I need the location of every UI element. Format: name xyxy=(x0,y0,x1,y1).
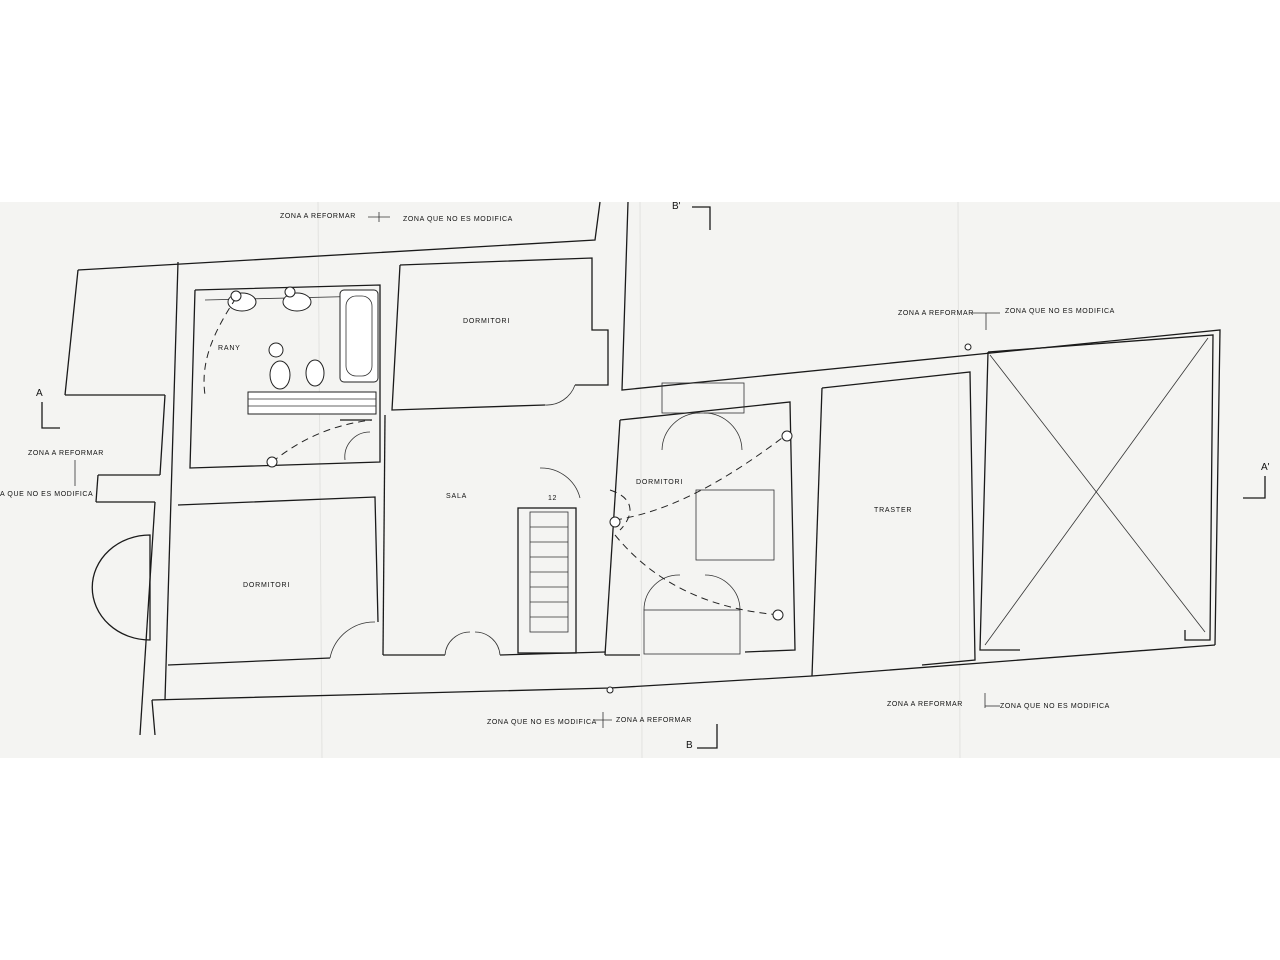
section-label-a: A xyxy=(36,388,43,399)
room-label-bedroom-center: DORMITORI xyxy=(636,479,683,486)
zone-reform-label: ZONA A REFORMAR xyxy=(898,310,974,317)
zone-boundary-bottom-right: ZONA A REFORMAR ZONA QUE NO ES MODIFICA xyxy=(887,693,1110,710)
outer-walls xyxy=(64,201,1221,736)
vanity-counter xyxy=(247,391,377,415)
section-label-a-prime: A' xyxy=(1261,462,1270,473)
zone-unchanged-label: ZONA QUE NO ES MODIFICA xyxy=(1000,703,1110,710)
zone-unchanged-label: ZONA QUE NO ES MODIFICA xyxy=(1005,308,1115,315)
ceiling-light xyxy=(268,342,284,358)
zone-boundary-top: ZONA A REFORMAR ZONA QUE NO ES MODIFICA xyxy=(280,212,513,223)
section-marker-b: B xyxy=(686,724,718,751)
zone-reform-label: ZONA A REFORMAR xyxy=(280,213,356,220)
stair-step-count: 12 xyxy=(548,495,557,502)
room-label-bedroom-top: DORMITORI xyxy=(463,318,510,325)
room-label-living: SALA xyxy=(446,493,467,500)
zone-unchanged-label: ZONA QUE NO ES MODIFICA xyxy=(403,216,513,223)
zone-boundary-left: ZONA A REFORMAR A QUE NO ES MODIFICA xyxy=(0,450,104,498)
section-marker-a-prime: A' xyxy=(1243,462,1270,499)
section-marker-a: A xyxy=(36,388,60,429)
wardrobes xyxy=(643,382,775,655)
toilet xyxy=(269,360,291,390)
interior-walls xyxy=(167,257,1214,677)
skylight-cross xyxy=(984,337,1209,646)
bidet xyxy=(305,359,325,387)
zone-reform-label: ZONA A REFORMAR xyxy=(887,701,963,708)
bathroom-fixtures xyxy=(227,289,379,415)
room-label-bedroom-left: DORMITORI xyxy=(243,582,290,589)
zone-unchanged-label: ZONA QUE NO ES MODIFICA xyxy=(487,719,597,726)
bathtub xyxy=(339,289,379,383)
room-label-bathroom: RANY xyxy=(218,345,241,352)
bay-window xyxy=(91,534,151,641)
section-marker-b-prime: B' xyxy=(672,201,711,230)
electrical-symbols xyxy=(230,286,972,694)
section-label-b: B xyxy=(686,740,693,751)
zone-boundary-bottom: ZONA QUE NO ES MODIFICA ZONA A REFORMAR xyxy=(487,712,692,728)
electrical-circuits xyxy=(203,297,791,616)
sheet-folds xyxy=(317,201,961,759)
zone-boundary-right: ZONA A REFORMAR ZONA QUE NO ES MODIFICA xyxy=(898,308,1115,330)
stair xyxy=(517,507,577,654)
section-label-b-prime: B' xyxy=(672,201,681,212)
zone-unchanged-label: A QUE NO ES MODIFICA xyxy=(0,491,93,498)
zone-reform-label: ZONA A REFORMAR xyxy=(616,717,692,724)
room-label-storage: TRASTER xyxy=(874,507,912,514)
zone-reform-label: ZONA A REFORMAR xyxy=(28,450,104,457)
door-swings xyxy=(329,384,743,659)
